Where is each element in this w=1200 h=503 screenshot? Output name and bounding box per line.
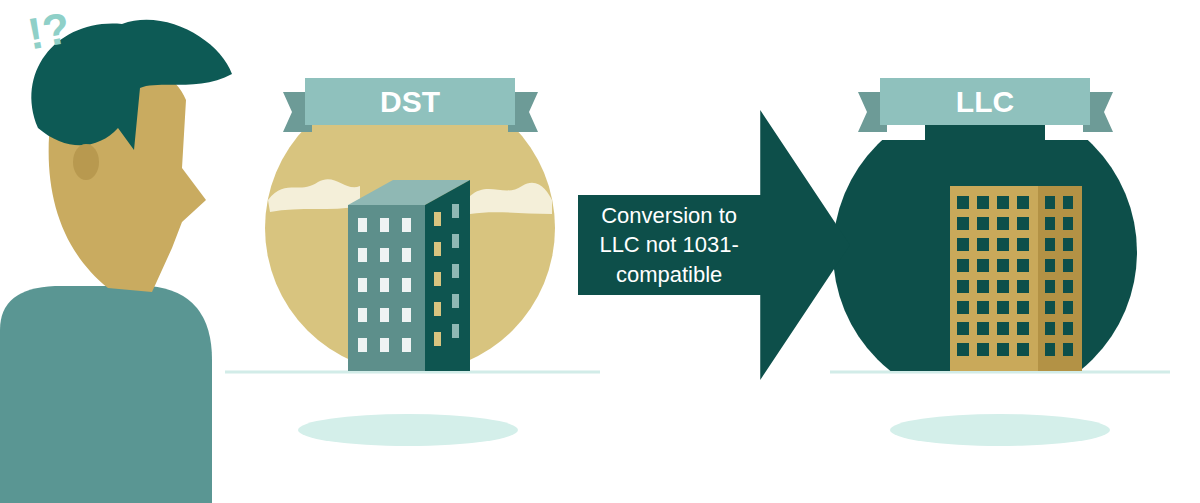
window <box>1045 280 1055 293</box>
exclamation-mark: !? <box>24 3 74 59</box>
window <box>997 196 1009 209</box>
person-body <box>0 286 212 503</box>
window <box>997 280 1009 293</box>
window <box>358 248 367 262</box>
shadow <box>298 414 518 446</box>
jar <box>265 83 555 371</box>
window <box>997 259 1009 272</box>
banner-title: DST <box>305 78 515 125</box>
arrow-label: Conversion to LLC not 1031-compatible <box>580 201 758 288</box>
window <box>977 238 989 251</box>
window <box>1017 196 1029 209</box>
window <box>997 238 1009 251</box>
window <box>452 234 459 248</box>
window <box>380 248 389 262</box>
person-ear <box>73 144 99 180</box>
window <box>358 218 367 232</box>
window <box>957 259 969 272</box>
building-side <box>425 180 470 371</box>
window <box>380 308 389 322</box>
block-arrow <box>578 110 850 380</box>
window <box>1045 259 1055 272</box>
window <box>452 204 459 218</box>
window <box>1017 280 1029 293</box>
window <box>452 324 459 338</box>
jar-node: DST <box>262 78 578 373</box>
window <box>1045 343 1055 356</box>
window <box>402 248 411 262</box>
window <box>1017 217 1029 230</box>
window <box>380 278 389 292</box>
window <box>1063 301 1073 314</box>
window <box>977 301 989 314</box>
window <box>957 280 969 293</box>
window <box>1063 322 1073 335</box>
window <box>957 196 969 209</box>
window <box>402 218 411 232</box>
window <box>402 278 411 292</box>
window <box>977 196 989 209</box>
window <box>1063 343 1073 356</box>
window <box>402 338 411 352</box>
window <box>1045 217 1055 230</box>
window <box>452 294 459 308</box>
window <box>434 212 441 226</box>
cloud <box>268 179 360 212</box>
window <box>1063 259 1073 272</box>
window <box>957 238 969 251</box>
shadow <box>890 414 1110 446</box>
jar-node: LLC <box>850 78 1150 373</box>
window <box>434 272 441 286</box>
window <box>957 217 969 230</box>
window <box>1017 343 1029 356</box>
window <box>997 217 1009 230</box>
jar <box>833 140 1137 371</box>
window <box>1045 301 1055 314</box>
window <box>358 278 367 292</box>
window <box>1045 322 1055 335</box>
window <box>977 343 989 356</box>
window <box>1045 196 1055 209</box>
window <box>1063 238 1073 251</box>
cloud <box>470 183 552 214</box>
building-front <box>348 205 425 371</box>
window <box>1063 280 1073 293</box>
banner <box>880 78 1090 125</box>
window <box>1045 238 1055 251</box>
window <box>434 332 441 346</box>
building-side <box>1038 186 1082 371</box>
window <box>380 338 389 352</box>
window <box>977 322 989 335</box>
window <box>957 322 969 335</box>
window <box>452 264 459 278</box>
window <box>434 302 441 316</box>
window <box>997 301 1009 314</box>
window <box>434 242 441 256</box>
window <box>997 322 1009 335</box>
window <box>380 218 389 232</box>
window <box>1017 322 1029 335</box>
window <box>1017 301 1029 314</box>
window <box>358 308 367 322</box>
window <box>1063 196 1073 209</box>
window <box>1063 217 1073 230</box>
building-front <box>950 186 1038 371</box>
window <box>997 343 1009 356</box>
window <box>358 338 367 352</box>
window <box>957 343 969 356</box>
window <box>977 217 989 230</box>
window <box>1017 259 1029 272</box>
window <box>957 301 969 314</box>
window <box>977 259 989 272</box>
window <box>1017 238 1029 251</box>
window <box>977 280 989 293</box>
banner <box>305 78 515 125</box>
window <box>402 308 411 322</box>
banner-title: LLC <box>880 78 1090 125</box>
